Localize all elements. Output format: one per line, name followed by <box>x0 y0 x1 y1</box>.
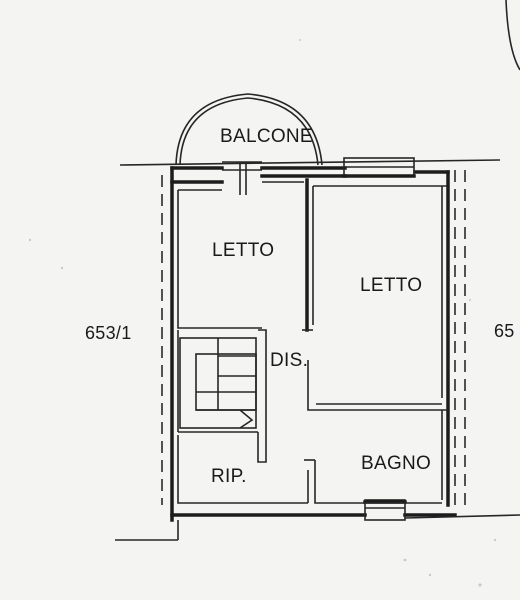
balcony-door <box>222 161 262 195</box>
window-top <box>342 157 416 178</box>
staircase <box>179 337 257 429</box>
room-label-bathroom: BAGNO <box>361 453 432 474</box>
room-label-hallway: DIS. <box>270 350 309 371</box>
balcony-arc-inner <box>179 97 319 166</box>
corner-arc <box>505 0 520 71</box>
parcel-label-left: 653/1 <box>85 323 132 343</box>
building-line-top <box>119 159 501 166</box>
room-label-balcony: BALCONE <box>220 126 313 147</box>
interior-walls <box>177 170 450 507</box>
room-label-storage: RIP. <box>211 466 247 487</box>
window-bottom <box>363 499 407 521</box>
room-label-bedroom-right: LETTO <box>360 275 423 296</box>
boundary-lines <box>161 170 466 505</box>
parcel-label-right: 65 <box>494 321 515 341</box>
paper-noise <box>28 39 497 587</box>
exterior-walls <box>115 166 520 541</box>
balcony-arc-outer <box>175 93 323 166</box>
room-label-bedroom-left: LETTO <box>212 240 275 261</box>
